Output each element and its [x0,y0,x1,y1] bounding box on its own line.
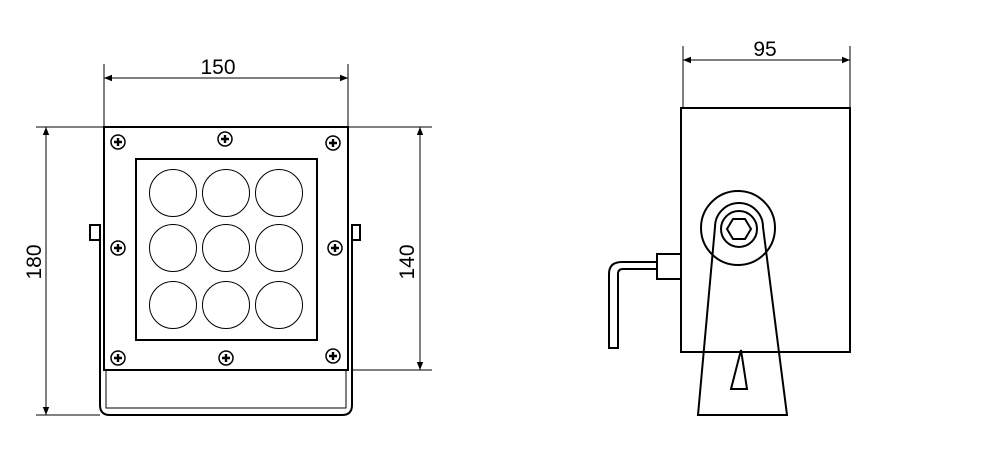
dimension-panel-height: 140 [348,126,432,371]
led-lens-grid [149,169,303,329]
screw-icon [324,134,342,152]
pivot-washer [700,190,776,266]
dimension-depth: 95 [682,38,851,108]
mounting-bracket-arm [696,202,789,416]
led-lens [255,169,303,217]
led-lens [149,224,197,272]
housing-body [680,107,851,353]
power-cable [608,261,657,349]
screw-icon [109,239,127,257]
dimension-label-140: 140 [396,244,419,279]
side-view: 95 [608,38,851,416]
right-bracket-knob [351,224,361,241]
screw-icon [326,239,344,257]
screw-icon [324,347,342,365]
cable-gland [656,253,682,280]
front-view: 150 180 140 [23,56,432,416]
screw-icon [217,349,235,367]
screw-icon [109,349,127,367]
led-lens [202,169,250,217]
screw-icon [216,130,234,148]
screws [109,130,344,367]
bracket-slot [729,349,749,390]
dimension-label-180: 180 [23,244,46,279]
led-lens [255,281,303,329]
led-lens [255,224,303,272]
led-lens [149,281,197,329]
dimension-label-150: 150 [200,56,235,79]
dimension-width: 150 [103,56,349,127]
front-plate [103,126,349,371]
led-lens [202,224,250,272]
led-lens [149,169,197,217]
led-lens [202,281,250,329]
hex-bolt-icon [725,218,753,240]
dimension-label-95: 95 [753,38,776,61]
left-bracket-knob [89,224,101,241]
screw-icon [109,133,127,151]
dimension-height: 180 [23,126,104,416]
mounting-bracket [99,225,353,416]
lens-panel [135,158,318,341]
